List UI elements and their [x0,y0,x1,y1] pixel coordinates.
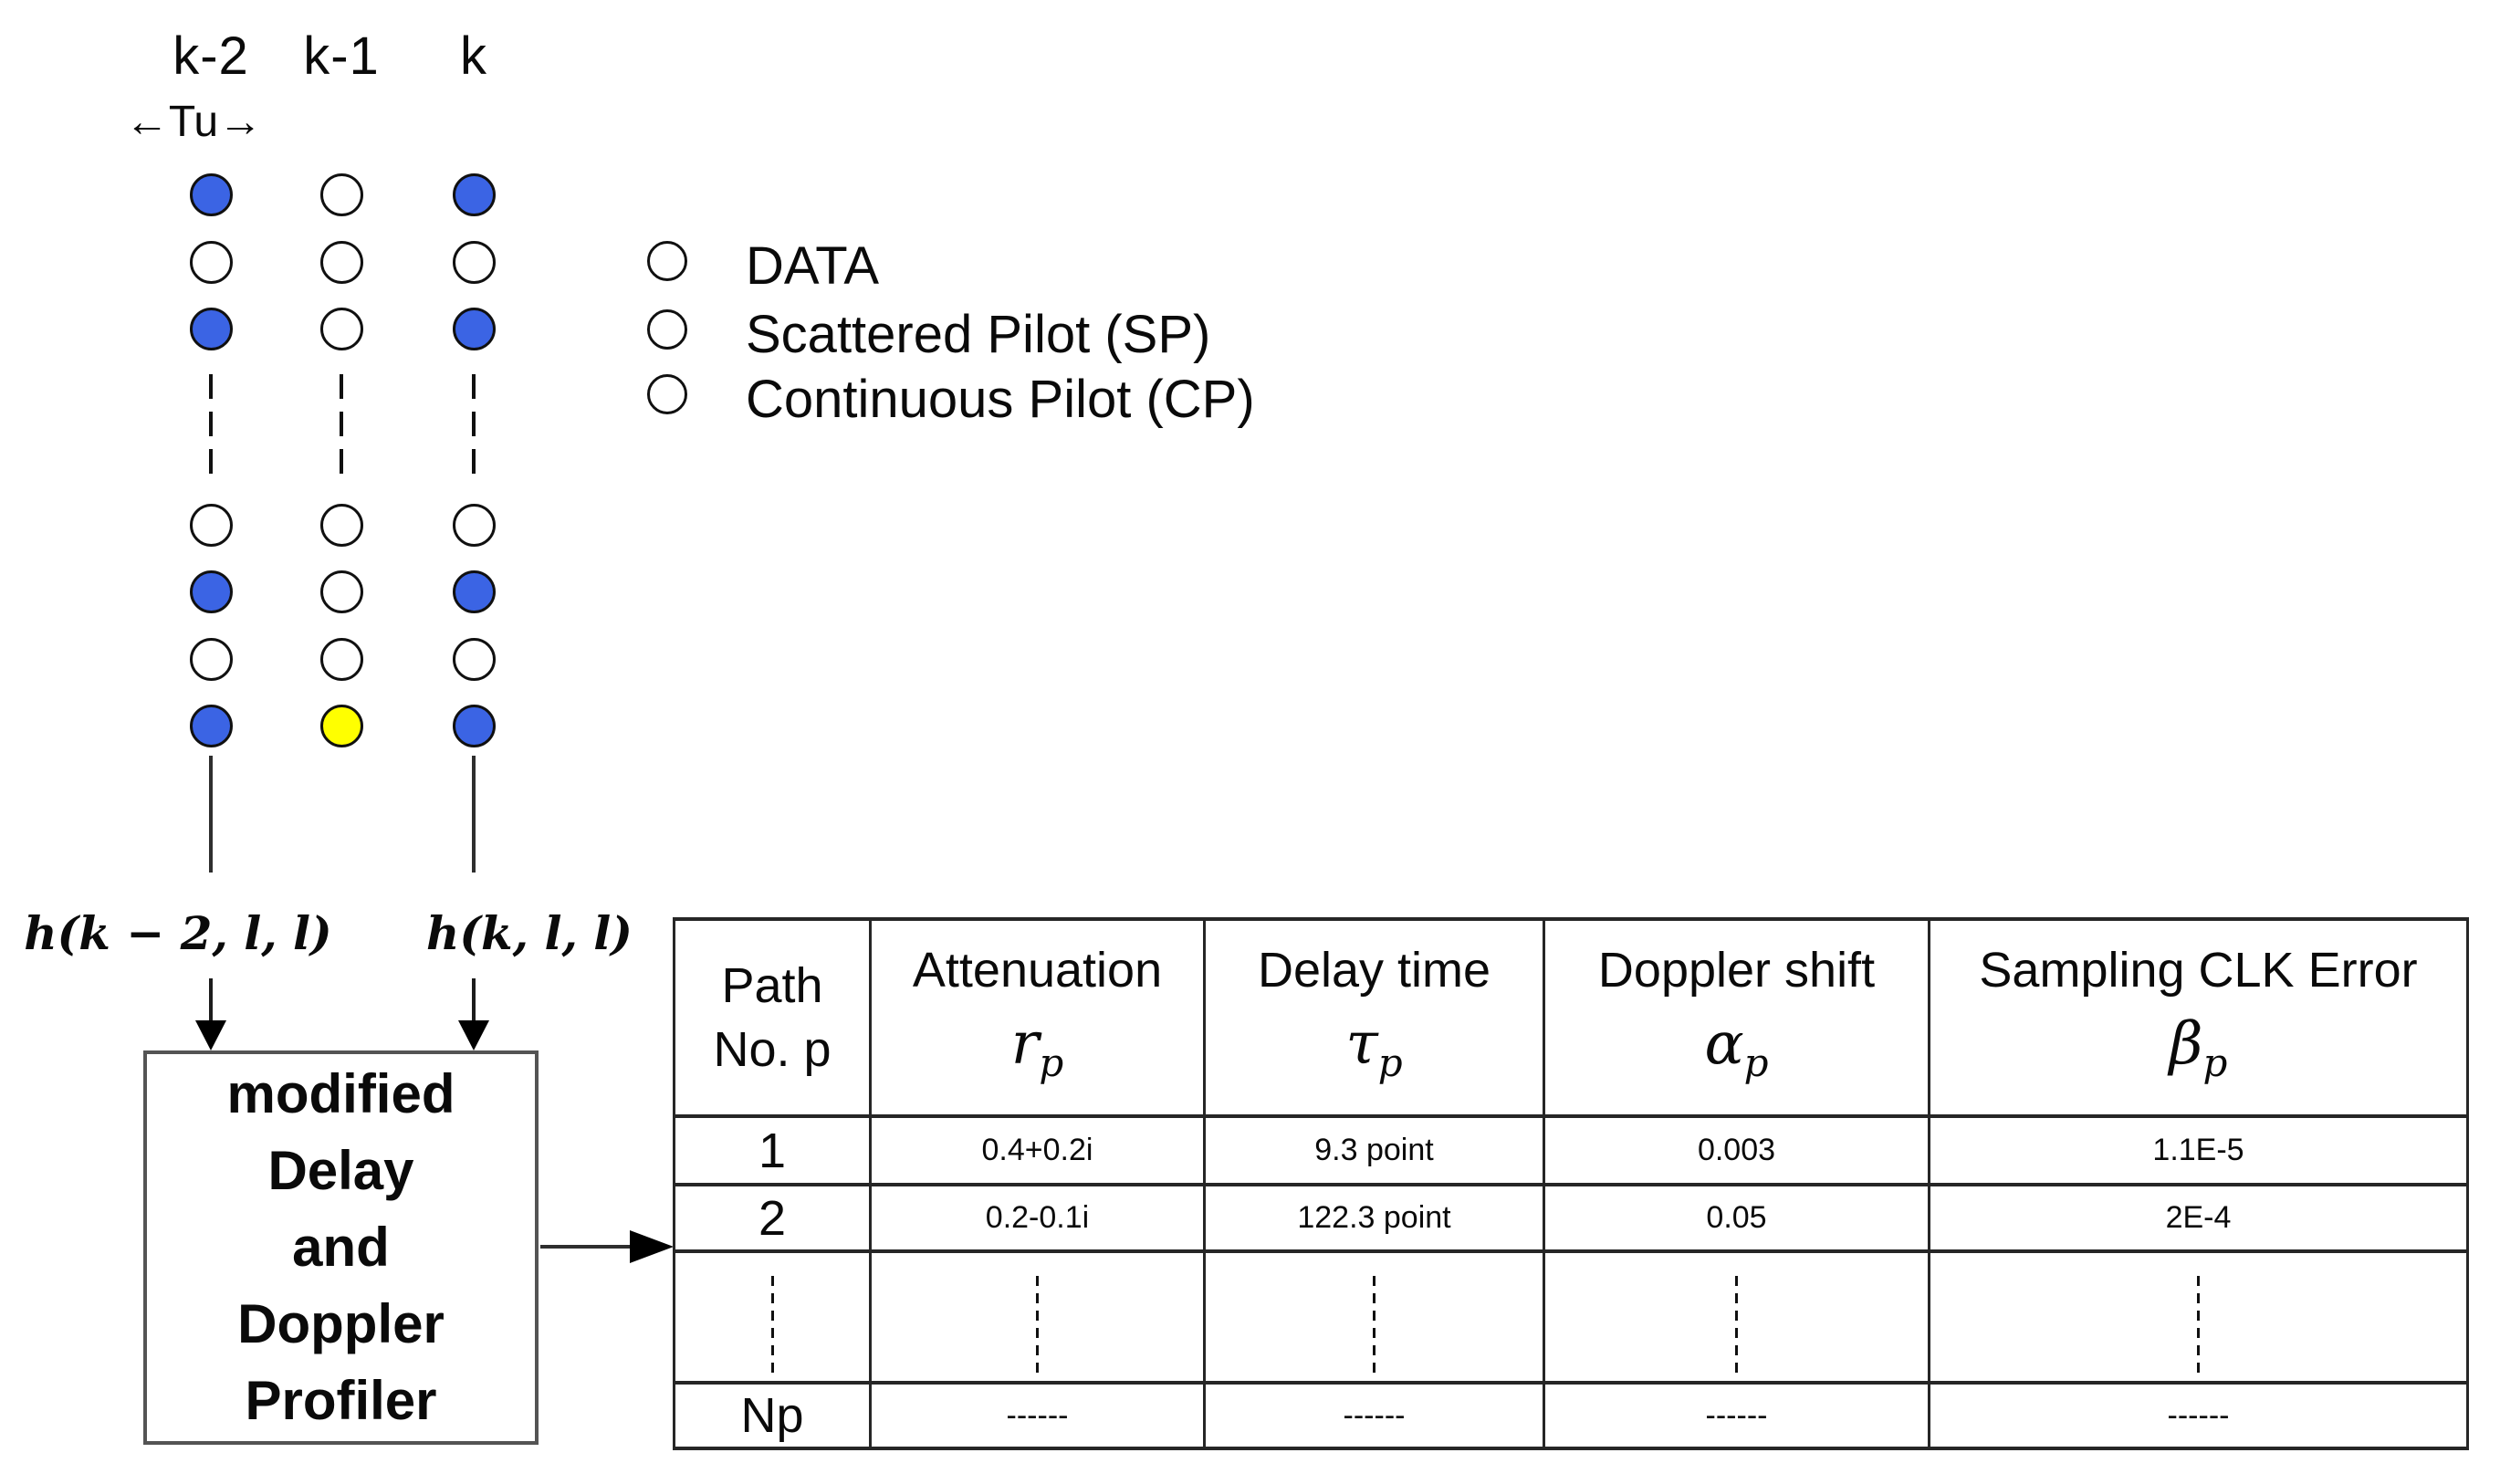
doppler-cell: 0.003 [1543,1114,1930,1186]
scattered-pilot-dot [452,307,496,350]
ellipsis-cell [869,1249,1206,1385]
data-symbol-dot [189,240,233,284]
profiler-box-line: Profiler [245,1370,437,1431]
header-attenuation: Attenuation rp [869,917,1206,1118]
vertical-ellipsis [1735,1276,1738,1373]
data-symbol-dot [452,240,496,284]
table-ellipsis-row [673,1249,2469,1385]
header-title: Doppler shift [1597,942,1876,998]
clk-error-cell: 1.1E-5 [1928,1114,2469,1186]
scattered-pilot-dot [189,172,233,216]
profiler-box-line: and [292,1217,390,1278]
legend-scattered-pilot-icon [647,309,687,350]
header-title: Delay time [1257,942,1491,998]
attenuation-cell: ------ [869,1381,1206,1450]
column-continuation-dashes [472,374,476,475]
arrow-line [209,978,213,1022]
data-symbol-dot [319,240,363,284]
doppler-cell: 0.05 [1543,1183,1930,1253]
column-continuation-dashes [340,374,343,475]
data-symbol-dot [452,637,496,681]
arrow-line [472,978,476,1022]
channel-stem-line [209,756,213,873]
scattered-pilot-dot [452,172,496,216]
path-number-cell: 1 [673,1114,872,1186]
header-doppler-shift: Doppler shift αp [1543,917,1930,1118]
attenuation-cell: 0.4+0.2i [869,1114,1206,1186]
ellipsis-cell [1928,1249,2469,1385]
arrow-line [540,1245,633,1249]
profiler-box-line: modified [226,1063,455,1124]
profiler-box-line: Delay [267,1140,414,1201]
scattered-pilot-dot [452,704,496,747]
clk-error-cell: 2E-4 [1928,1183,2469,1253]
data-symbol-dot [189,503,233,547]
scattered-pilot-dot [189,307,233,350]
tu-symbol-duration-label: ←Tu→ [124,98,263,146]
path-profile-table: Path No. p Attenuation rp Delay time τp … [673,917,2469,1450]
doppler-symbol: αp [1704,1009,1769,1085]
table-row-path1: 1 0.4+0.2i 9.3 point 0.003 1.1E-5 [673,1114,2469,1186]
column-continuation-dashes [209,374,213,475]
ellipsis-cell [673,1249,872,1385]
symbol-index-label-k2: k-2 [173,26,249,86]
header-title: Path [721,958,823,1013]
arrowhead-right-icon [630,1230,674,1263]
scattered-pilot-dot [452,570,496,613]
channel-stem-line [472,756,476,873]
continuous-pilot-dot [319,704,363,747]
symbol-index-label-k1: k-1 [303,26,380,86]
data-symbol-dot [319,172,363,216]
channel-estimate-label-k2: h(k − 2, l, l) [24,906,332,960]
delay-symbol: τp [1345,1009,1403,1085]
header-title: Sampling CLK Error [1979,942,2418,998]
table-row-np: Np ------ ------ ------ ------ [673,1381,2469,1450]
attenuation-symbol: rp [1010,1009,1064,1085]
modified-delay-doppler-profiler-box: modified Delay and Doppler Profiler [143,1050,539,1445]
header-title: No. p [713,1022,832,1077]
scattered-pilot-dot [189,704,233,747]
delay-cell: 9.3 point [1203,1114,1545,1186]
arrowhead-down-icon [458,1020,489,1050]
vertical-ellipsis [1373,1276,1376,1373]
legend-continuous-pilot-label: Continuous Pilot (CP) [746,370,1255,429]
symbol-index-label-k: k [460,26,487,86]
vertical-ellipsis [770,1276,774,1373]
data-symbol-dot [319,503,363,547]
legend-continuous-pilot-icon [647,374,687,414]
header-path-no: Path No. p [673,917,872,1118]
legend-data-icon [647,241,687,281]
data-symbol-dot [319,570,363,613]
arrowhead-down-icon [195,1020,226,1050]
legend-scattered-pilot-label: Scattered Pilot (SP) [746,305,1211,364]
path-number-cell: Np [673,1381,872,1450]
header-sampling-clk-error: Sampling CLK Error βp [1928,917,2469,1118]
table-row-path2: 2 0.2-0.1i 122.3 point 0.05 2E-4 [673,1183,2469,1253]
path-number-cell: 2 [673,1183,872,1253]
profiler-box-line: Doppler [237,1293,445,1354]
table-header-row: Path No. p Attenuation rp Delay time τp … [673,917,2469,1118]
data-symbol-dot [189,637,233,681]
ellipsis-cell [1543,1249,1930,1385]
channel-estimate-label-k: h(k, l, l) [426,906,633,960]
vertical-ellipsis [2197,1276,2200,1373]
attenuation-cell: 0.2-0.1i [869,1183,1206,1253]
doppler-cell: ------ [1543,1381,1930,1450]
vertical-ellipsis [1036,1276,1039,1373]
delay-cell: ------ [1203,1381,1545,1450]
legend-data-label: DATA [746,236,880,296]
header-title: Attenuation [912,942,1163,998]
header-delay-time: Delay time τp [1203,917,1545,1118]
delay-cell: 122.3 point [1203,1183,1545,1253]
clk-error-symbol: βp [2169,1009,2228,1085]
ellipsis-cell [1203,1249,1545,1385]
data-symbol-dot [319,307,363,350]
data-symbol-dot [319,637,363,681]
clk-error-cell: ------ [1928,1381,2469,1450]
scattered-pilot-dot [189,570,233,613]
data-symbol-dot [452,503,496,547]
